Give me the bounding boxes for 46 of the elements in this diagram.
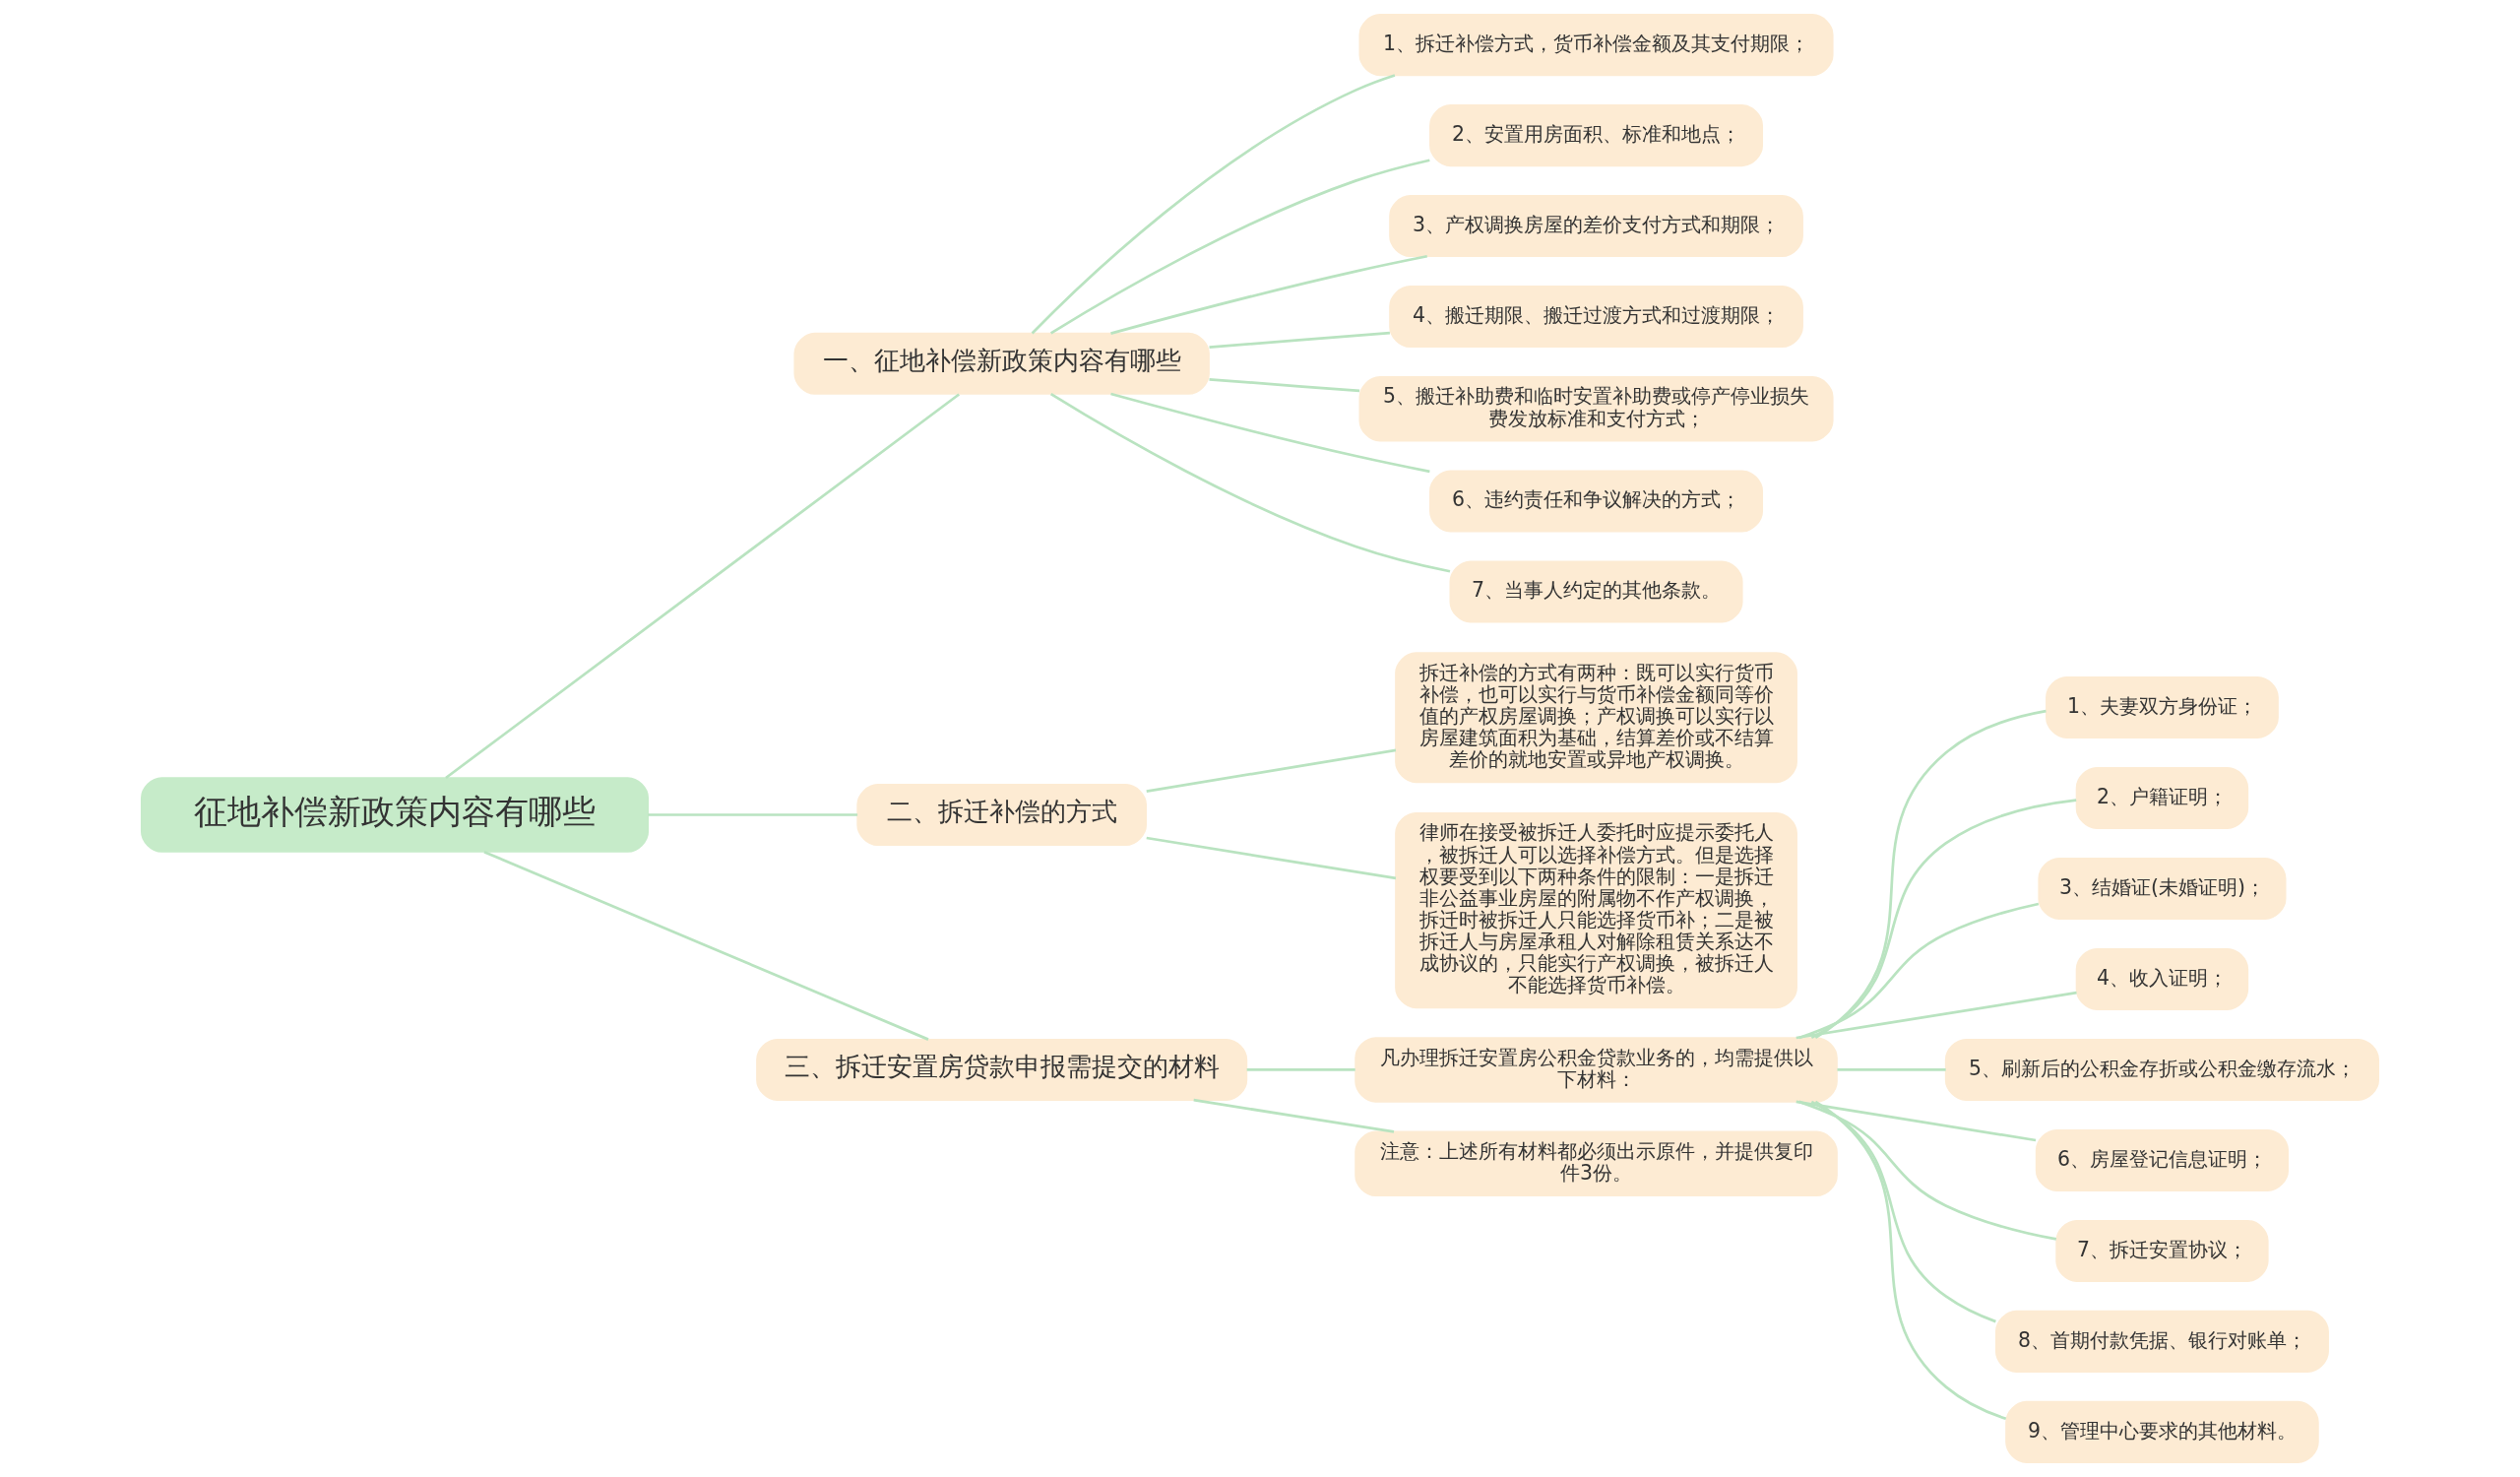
node-box: 4、收入证明； xyxy=(2075,947,2249,1010)
node-box: 6、违约责任和争议解决的方式； xyxy=(1429,470,1764,533)
node-box: 8、首期付款凭据、银行对账单； xyxy=(1994,1310,2329,1373)
node-box: 二、拆迁补偿的方式 xyxy=(856,784,1147,846)
connector xyxy=(1146,748,1397,793)
node-box: 拆迁补偿的方式有两种：既可以实行货币补偿，也可以实行与货币补偿金额同等价值的产权房屋调换；产权调换可以实行以房屋建筑面积为基础，结算差价或不结算差价的就地安置或异地产权调换。 xyxy=(1395,652,1797,784)
connector xyxy=(1810,1100,1996,1323)
node-box: 5、刷新后的公积金存折或公积金缴存流水； xyxy=(1944,1038,2380,1101)
node-box: 律师在接受被拆迁人委托时应提示委托人，被拆迁人可以选择补偿方式。但是选择权要受到以下两种条件的限制：一是拆迁非公益事业房屋的附属物不作产权调换，拆迁时被拆迁人只能选择货币补；二是被拆迁人与房屋承租人对解除租赁关系达不成协议的，只能实行产权调换，被拆迁人不能选择货币补偿。 xyxy=(1395,811,1797,1009)
node-box: 7、当事人约定的其他条款。 xyxy=(1449,560,1743,623)
connector xyxy=(1110,254,1428,335)
connector xyxy=(1031,74,1396,335)
node-box: 5、搬迁补助费和临时安置补助费或停产停业损失费发放标准和支付方式； xyxy=(1358,376,1834,442)
connector xyxy=(1146,836,1397,880)
connector xyxy=(648,813,858,816)
node-box: 7、拆迁安置协议； xyxy=(2055,1219,2269,1282)
node-box: 9、管理中心要求的其他材料。 xyxy=(2005,1400,2319,1463)
connector xyxy=(445,393,960,780)
connector xyxy=(1209,331,1391,350)
connector xyxy=(1798,1100,2057,1241)
node-box: 1、夫妻双方身份证； xyxy=(2046,675,2279,738)
node-box: 6、房屋登记信息证明； xyxy=(2035,1128,2290,1191)
connector xyxy=(1246,1068,1355,1071)
node-box: 2、安置用房面积、标准和地点； xyxy=(1429,104,1764,167)
node-box: 征地补偿新政策内容有哪些 xyxy=(140,777,650,853)
connector xyxy=(1814,709,2047,1039)
connector xyxy=(1193,1098,1395,1133)
node-box: 三、拆迁安置房贷款申报需提交的材料 xyxy=(756,1038,1248,1101)
connector xyxy=(1837,1068,1946,1071)
node-box: 一、征地补偿新政策内容有哪些 xyxy=(793,332,1210,395)
node-box: 3、结婚证(未婚证明)； xyxy=(2038,857,2287,920)
node-box: 4、搬迁期限、搬迁过渡方式和过渡期限； xyxy=(1389,286,1803,349)
connector xyxy=(1209,377,1360,393)
connector xyxy=(483,850,929,1041)
node-box: 3、产权调换房屋的差价支付方式和期限； xyxy=(1389,195,1803,258)
connector xyxy=(1049,159,1430,335)
connector xyxy=(1049,393,1451,573)
node-box: 2、户籍证明； xyxy=(2075,766,2249,829)
connector xyxy=(1796,991,2077,1040)
connector xyxy=(1810,799,2077,1040)
connector xyxy=(1814,1100,2007,1421)
node-box: 1、拆迁补偿方式，货币补偿金额及其支付期限； xyxy=(1358,14,1834,77)
connector xyxy=(1796,1100,2037,1142)
node-box: 注意：上述所有材料都必须出示原件，并提供复印件3份。 xyxy=(1354,1130,1838,1197)
node-box: 凡办理拆迁安置房公积金贷款业务的，均需提供以下材料： xyxy=(1354,1037,1838,1103)
connector xyxy=(1110,392,1430,474)
